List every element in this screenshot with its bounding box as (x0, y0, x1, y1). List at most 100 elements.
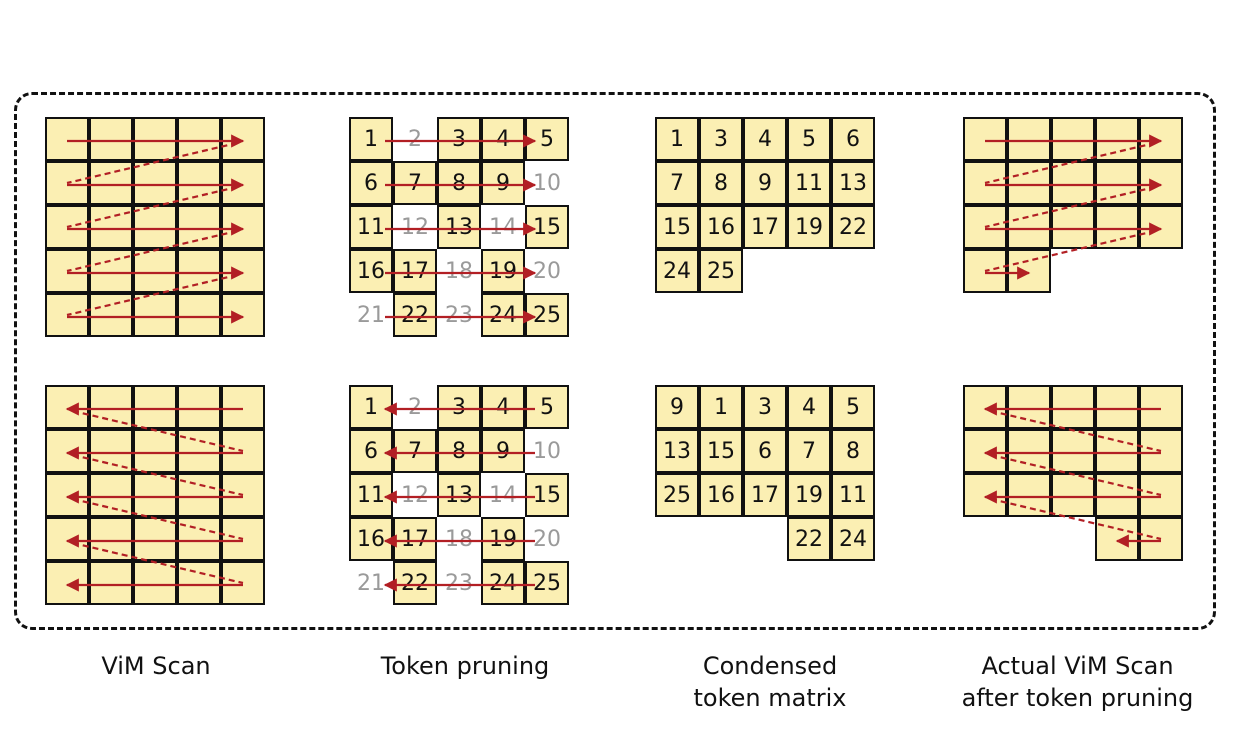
token-cell (1007, 161, 1051, 205)
token-cell (1139, 473, 1183, 517)
token-cell (45, 205, 89, 249)
pruned-token-label: 18 (445, 258, 473, 284)
token-cell (1139, 205, 1183, 249)
token-cell: 1 (349, 117, 393, 161)
pruned-token-label: 2 (408, 126, 422, 152)
token-cell: 9 (655, 385, 699, 429)
token-cell: 25 (655, 473, 699, 517)
token-cell: 7 (787, 429, 831, 473)
pruned-token-label: 2 (408, 394, 422, 420)
token-cell: 6 (349, 429, 393, 473)
caption-line: Condensed (702, 652, 838, 680)
token-cell (1139, 117, 1183, 161)
token-cell (1139, 385, 1183, 429)
token-cell (1139, 517, 1183, 561)
token-cell: 25 (525, 293, 569, 337)
token-cell (45, 517, 89, 561)
token-cell (89, 561, 133, 605)
token-cell (1095, 385, 1139, 429)
caption-condensed-matrix: Condensed token matrix (640, 650, 900, 714)
pruned-token-label: 14 (489, 482, 517, 508)
token-cell (45, 473, 89, 517)
token-cell (963, 429, 1007, 473)
token-cell (133, 517, 177, 561)
token-cell: 6 (831, 117, 875, 161)
pruned-token-label: 12 (401, 214, 429, 240)
token-cell: 19 (787, 205, 831, 249)
token-cell: 8 (437, 161, 481, 205)
token-cell (177, 117, 221, 161)
token-cell: 11 (349, 473, 393, 517)
token-cell: 16 (349, 517, 393, 561)
token-cell (177, 161, 221, 205)
token-cell (963, 205, 1007, 249)
token-cell: 1 (349, 385, 393, 429)
token-cell: 24 (655, 249, 699, 293)
token-cell (963, 249, 1007, 293)
token-cell (1095, 161, 1139, 205)
token-cell (45, 385, 89, 429)
token-cell: 13 (437, 473, 481, 517)
caption-line: token matrix (693, 684, 847, 712)
token-cell (1095, 517, 1139, 561)
token-cell: 19 (481, 249, 525, 293)
token-cell: 17 (393, 249, 437, 293)
caption-vim-scan: ViM Scan (40, 650, 272, 682)
token-cell (89, 249, 133, 293)
token-cell: 3 (437, 385, 481, 429)
token-cell (1007, 473, 1051, 517)
token-cell: 13 (655, 429, 699, 473)
token-cell (963, 117, 1007, 161)
pruned-token-label: 18 (445, 526, 473, 552)
token-cell: 22 (393, 293, 437, 337)
token-cell (1051, 205, 1095, 249)
token-cell (1139, 161, 1183, 205)
token-cell: 24 (481, 561, 525, 605)
pruned-token-label: 23 (445, 302, 473, 328)
token-cell (1095, 117, 1139, 161)
token-cell (89, 293, 133, 337)
token-cell (1007, 249, 1051, 293)
token-cell (1007, 117, 1051, 161)
token-cell: 16 (699, 205, 743, 249)
token-cell (1051, 117, 1095, 161)
token-cell: 17 (743, 205, 787, 249)
token-cell (45, 293, 89, 337)
token-cell: 16 (349, 249, 393, 293)
token-cell: 4 (481, 385, 525, 429)
token-cell: 19 (787, 473, 831, 517)
token-cell (177, 517, 221, 561)
pruned-token-label: 21 (357, 302, 385, 328)
token-cell (133, 249, 177, 293)
token-cell (89, 429, 133, 473)
token-cell (133, 293, 177, 337)
token-cell (221, 561, 265, 605)
token-cell (221, 249, 265, 293)
token-cell (1007, 429, 1051, 473)
token-cell (45, 117, 89, 161)
token-cell (221, 205, 265, 249)
token-cell: 13 (831, 161, 875, 205)
token-cell (133, 473, 177, 517)
token-cell (89, 517, 133, 561)
token-cell (177, 205, 221, 249)
token-cell: 25 (525, 561, 569, 605)
token-cell: 4 (481, 117, 525, 161)
token-cell: 6 (349, 161, 393, 205)
token-cell (221, 117, 265, 161)
pruned-token-label: 20 (533, 526, 561, 552)
token-cell (1095, 473, 1139, 517)
token-cell: 3 (743, 385, 787, 429)
actual-scan-reverse-grid (963, 385, 1185, 563)
token-cell (1051, 161, 1095, 205)
token-cell: 4 (743, 117, 787, 161)
token-cell (221, 517, 265, 561)
pruned-token-label: 12 (401, 482, 429, 508)
caption-token-pruning: Token pruning (340, 650, 590, 682)
token-cell (45, 249, 89, 293)
token-cell: 8 (831, 429, 875, 473)
token-cell: 9 (481, 161, 525, 205)
token-cell (1051, 385, 1095, 429)
pruned-token-label: 10 (533, 170, 561, 196)
